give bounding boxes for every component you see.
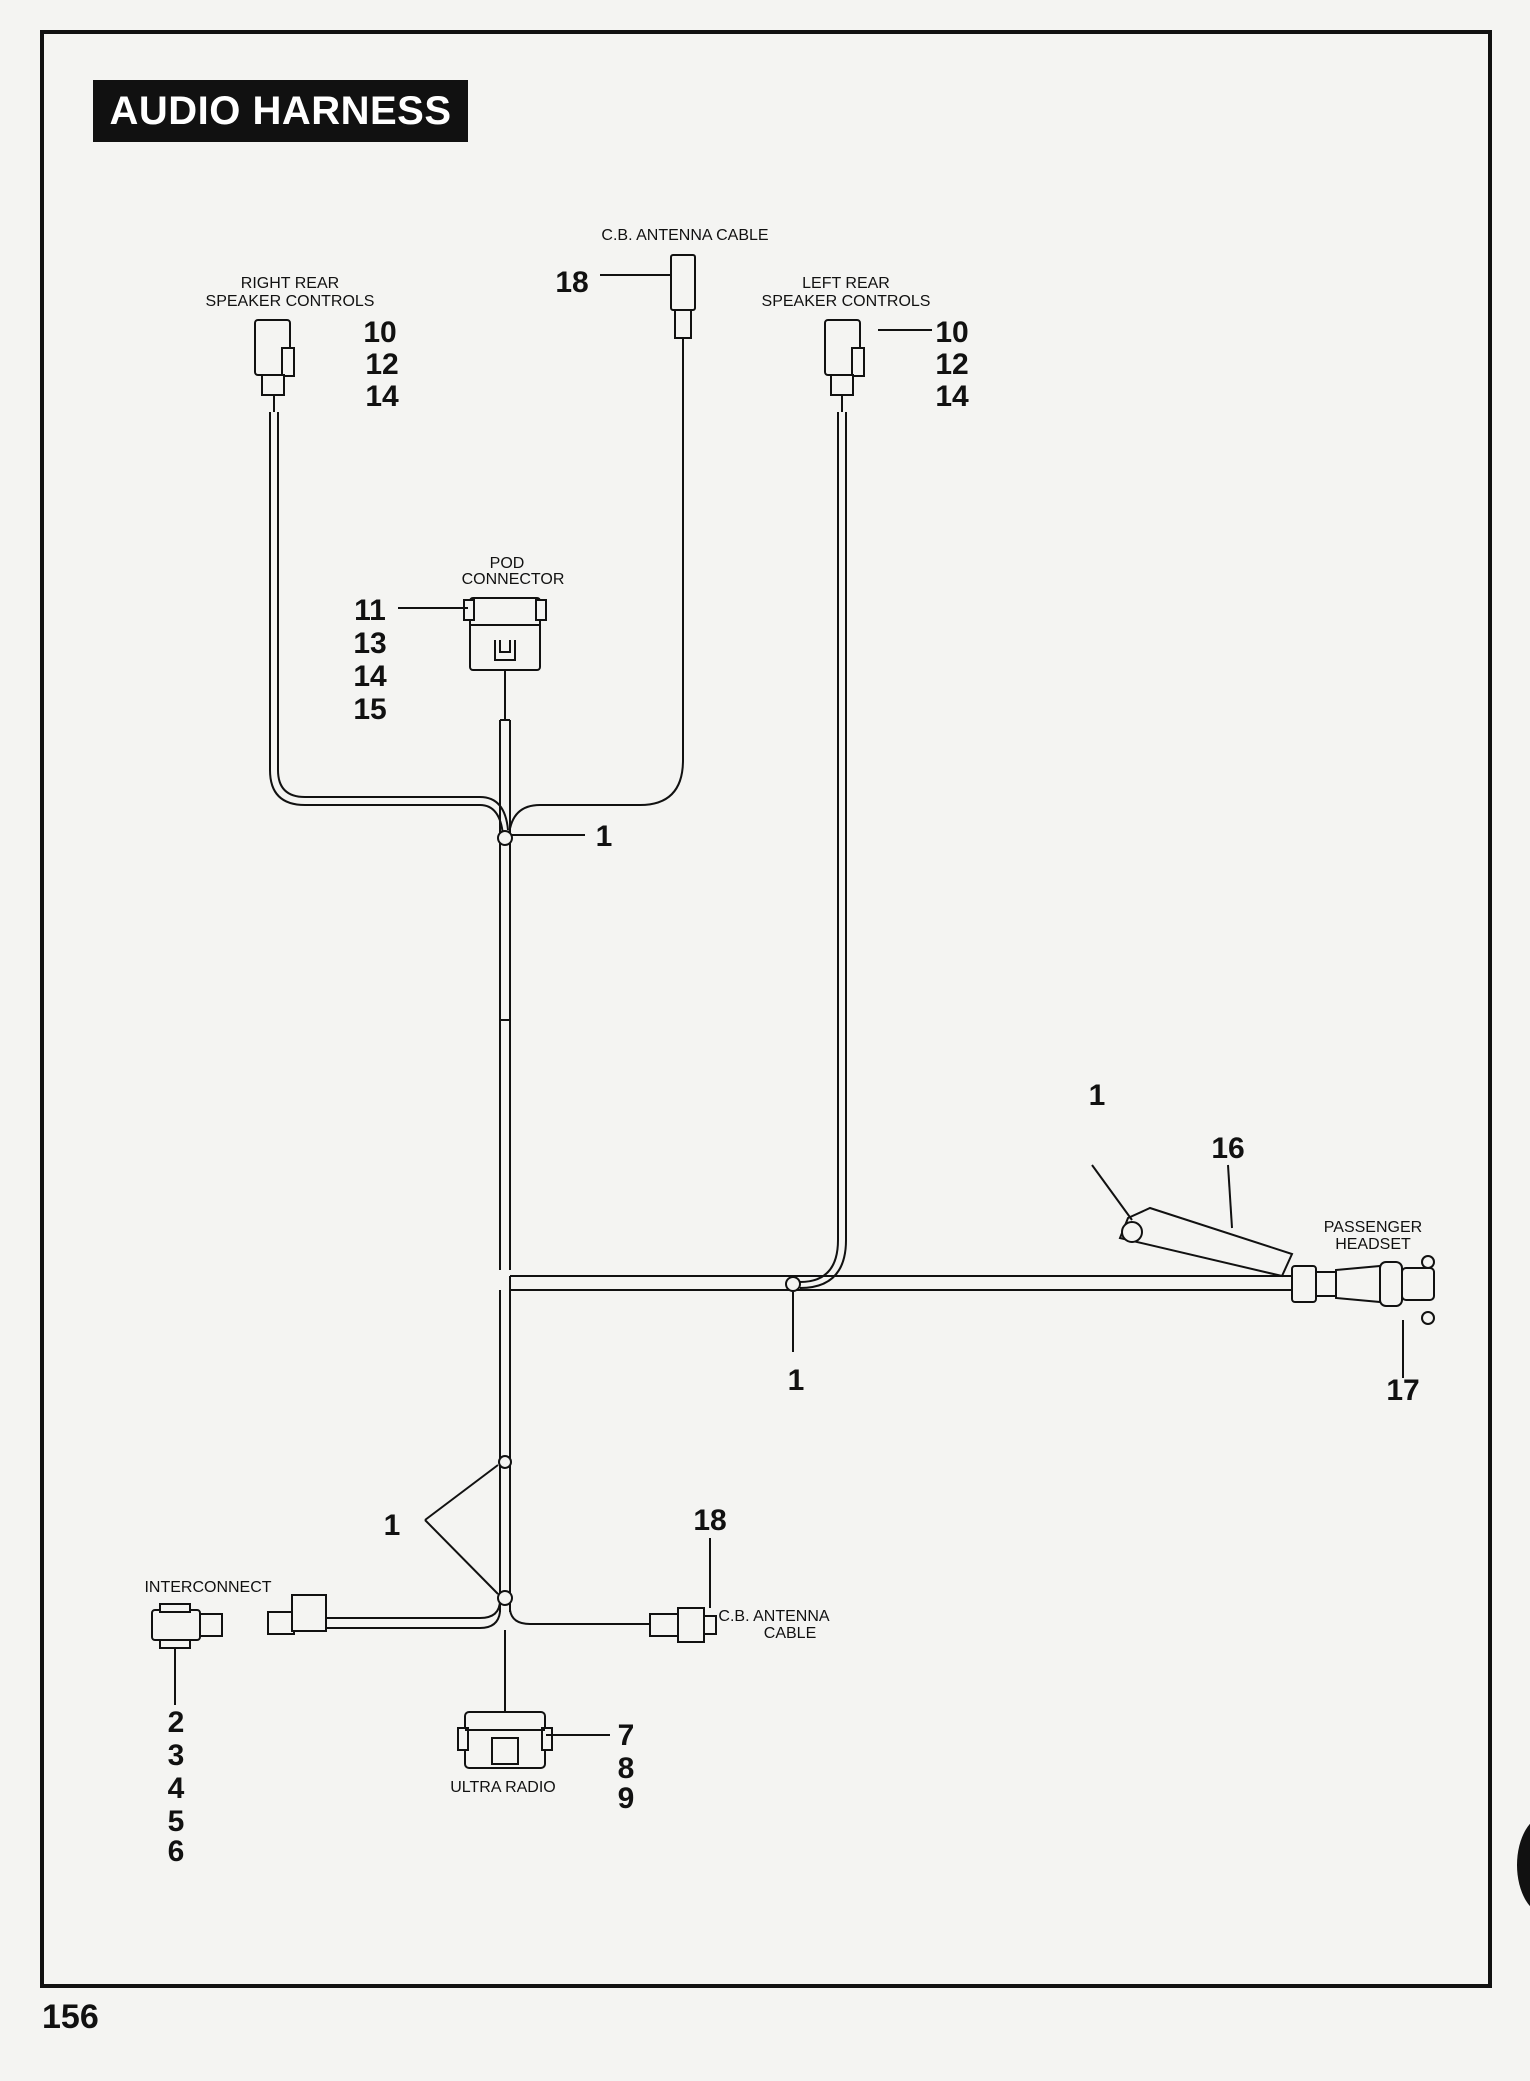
callout-left-rear-2: 14 (935, 380, 969, 413)
ultra-radio-connector (457, 1711, 553, 1769)
cb-bottom-connector (649, 1607, 717, 1643)
cb-bottom-label-1: C.B. ANTENNA (718, 1608, 829, 1625)
callout-ultra-radio-0: 7 (618, 1719, 635, 1752)
callout-clip-pair: 1 (384, 1509, 401, 1542)
ultra-radio-label: ULTRA RADIO (450, 1779, 556, 1796)
interconnect-connector (151, 1594, 327, 1649)
callout-interconnect-0: 2 (168, 1706, 185, 1739)
page-number: 156 (42, 1998, 99, 2036)
left-rear-label-2: SPEAKER CONTROLS (762, 293, 931, 310)
right-rear-label-2: SPEAKER CONTROLS (206, 293, 375, 310)
callout-pod-1: 13 (353, 627, 386, 660)
pod-connector (463, 597, 547, 671)
callout-clip-upper: 1 (596, 820, 613, 853)
interconnect-label: INTERCONNECT (144, 1579, 271, 1596)
callout-interconnect-4: 6 (168, 1835, 185, 1868)
callout-sleeve: 16 (1211, 1132, 1244, 1165)
callout-right-rear-2: 14 (365, 380, 399, 413)
passenger-label-1: PASSENGER (1324, 1219, 1422, 1236)
cb-top-connector (670, 254, 696, 339)
passenger-headset-connector (1291, 1255, 1435, 1325)
callout-ultra-radio-2: 9 (618, 1782, 635, 1815)
callout-clip-mid: 1 (788, 1364, 805, 1397)
headset-branch (509, 1275, 1295, 1291)
callout-right-rear-0: 10 (363, 316, 396, 349)
cb-top-label: C.B. ANTENNA CABLE (601, 227, 768, 244)
pod-label-2: CONNECTOR (462, 571, 565, 588)
left-rear-label-1: LEFT REAR (802, 275, 890, 292)
callout-pod-2: 14 (353, 660, 387, 693)
pod-label-1: POD (490, 555, 525, 572)
right-rear-connector (254, 319, 295, 412)
callout-clip-diag: 1 (1089, 1079, 1106, 1112)
right-rear-label-1: RIGHT REAR (241, 275, 339, 292)
callout-right-rear-1: 12 (365, 348, 398, 381)
callout-left-rear-1: 12 (935, 348, 968, 381)
leader-lines (174, 274, 1404, 1736)
main-trunk (499, 719, 511, 1612)
cb-bottom-label-2: CABLE (764, 1625, 816, 1642)
trunk-clips (497, 830, 801, 1606)
cb-bottom-wire (509, 1609, 650, 1625)
callout-passenger: 17 (1386, 1374, 1419, 1407)
callout-cb-bottom: 18 (693, 1504, 726, 1537)
page-frame (40, 30, 1492, 1988)
left-rear-connector (824, 319, 865, 412)
cb-top-wire (508, 338, 684, 836)
section-tab-mark (1517, 1815, 1530, 1915)
callout-ultra-radio-1: 8 (618, 1752, 635, 1785)
passenger-label-2: HEADSET (1335, 1236, 1411, 1253)
callout-left-rear-0: 10 (935, 316, 968, 349)
callout-interconnect-3: 5 (168, 1805, 185, 1838)
callout-pod-0: 11 (354, 594, 386, 627)
callout-cb-top: 18 (555, 266, 588, 299)
sleeve (1118, 1206, 1294, 1278)
callout-pod-3: 15 (353, 693, 386, 726)
page-title: AUDIO HARNESS (93, 80, 468, 142)
callout-interconnect-2: 4 (168, 1772, 185, 1805)
right-rear-wire (269, 412, 504, 836)
left-rear-wire (799, 412, 839, 1283)
callout-interconnect-1: 3 (168, 1739, 185, 1772)
